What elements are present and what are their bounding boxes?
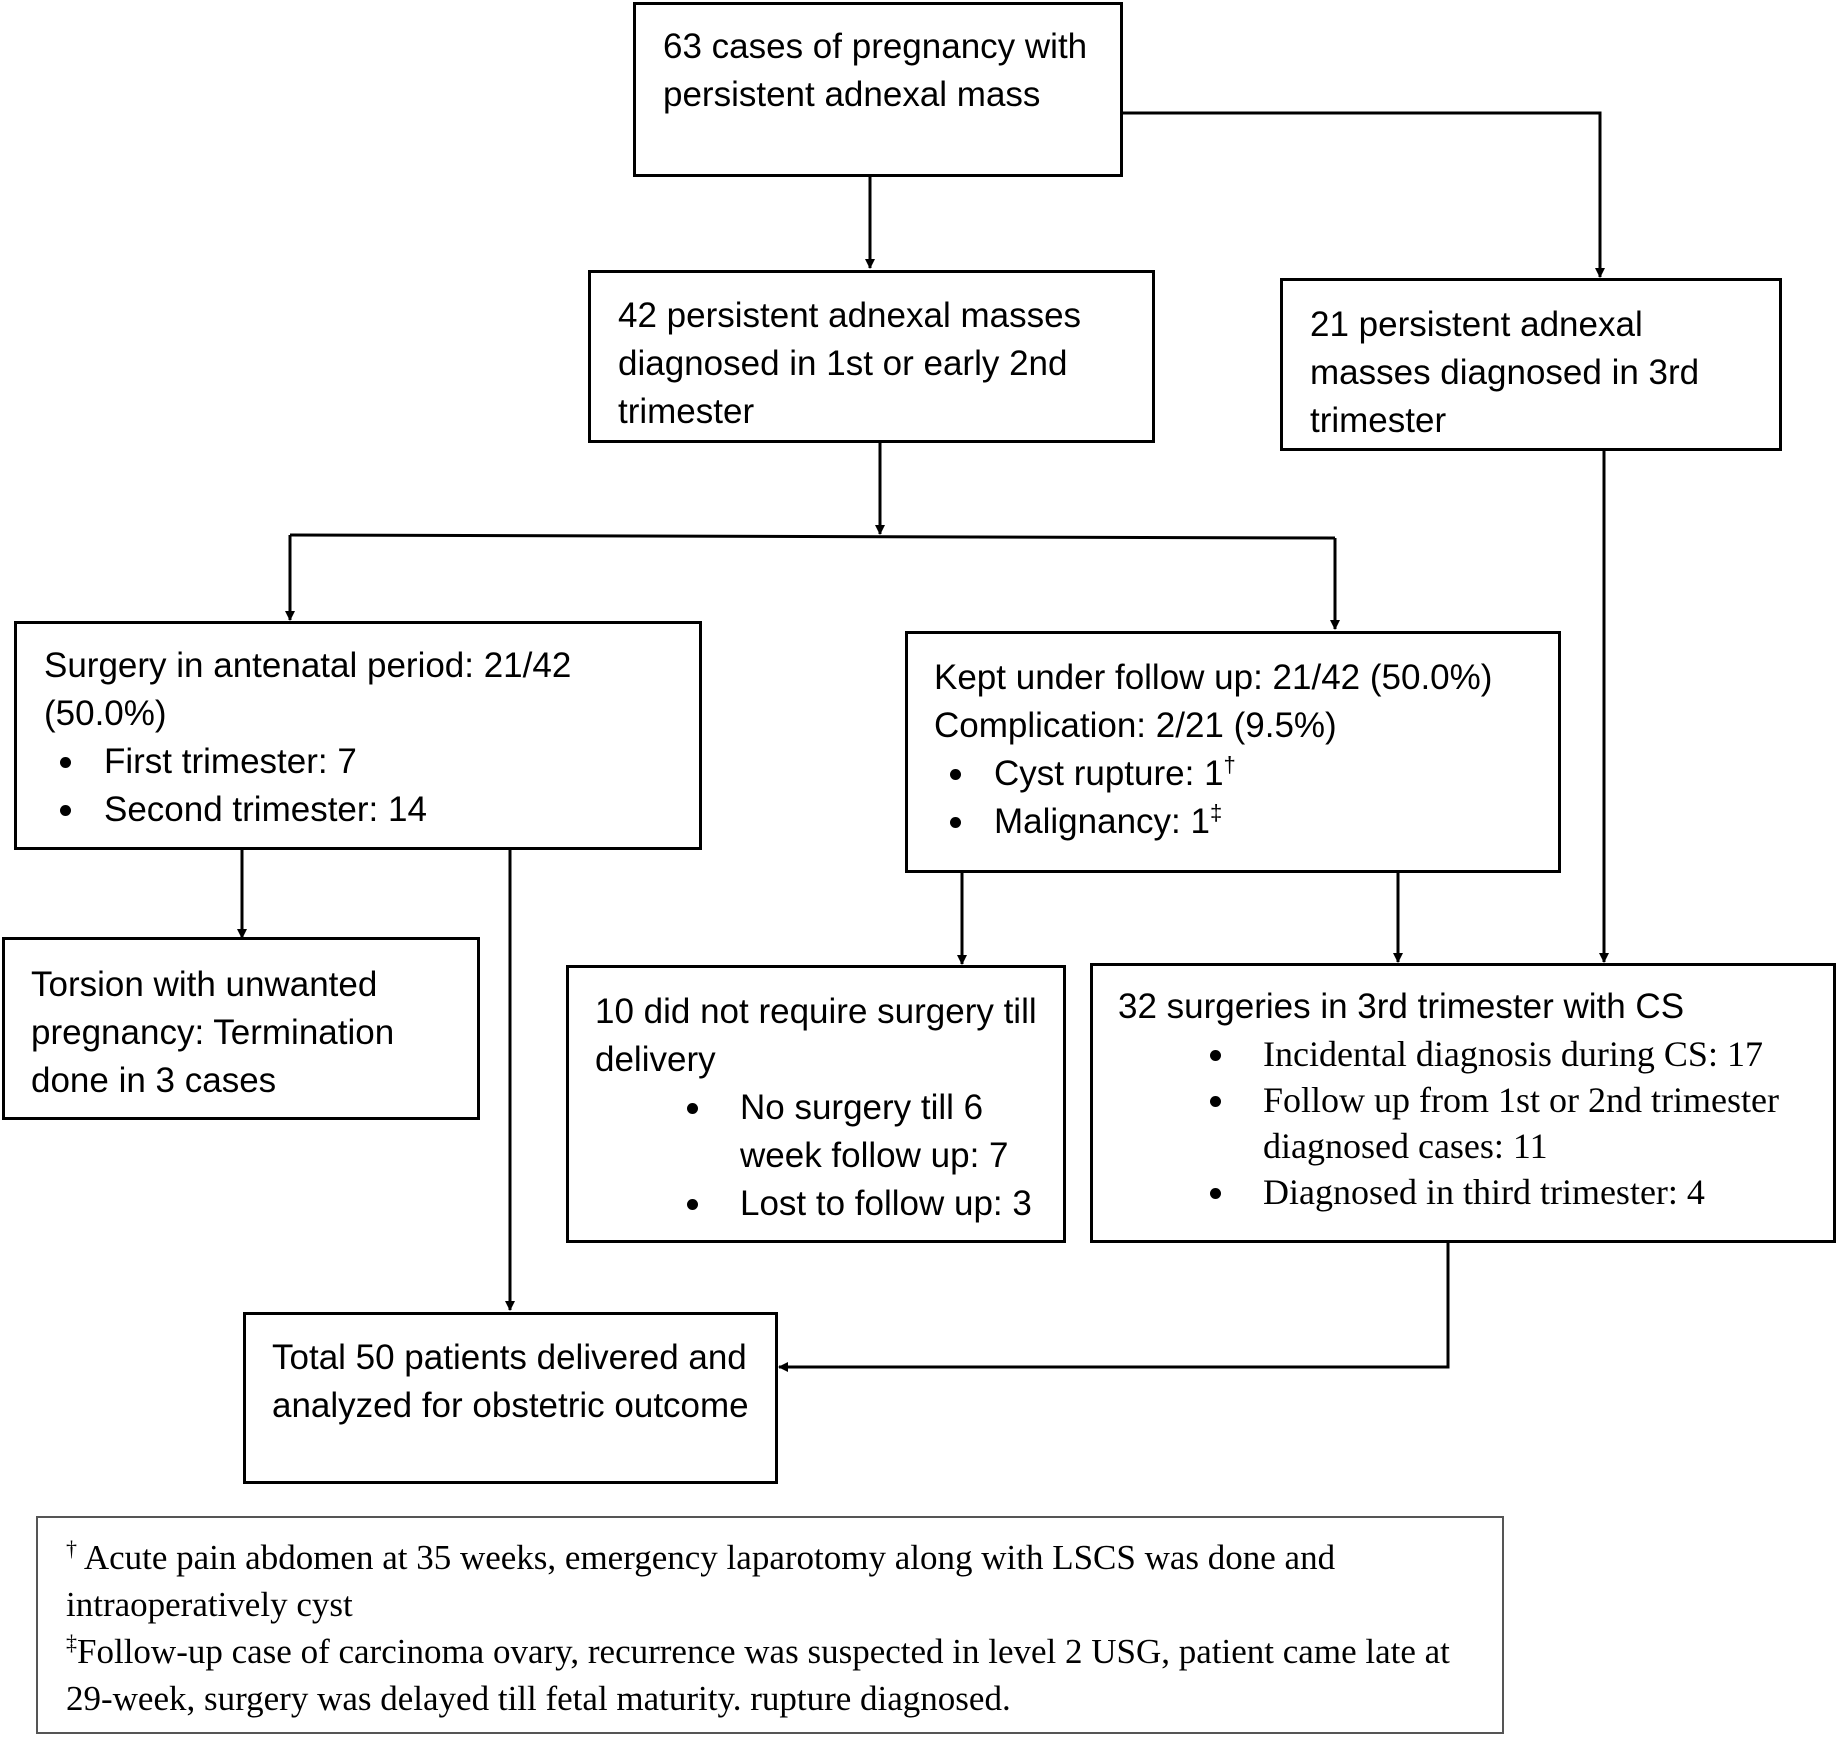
complication-text: Complication: 2/21 (9.5%) — [934, 706, 1337, 745]
early-masses-box: 42 persistent adnexal masses diagnosed i… — [588, 270, 1155, 443]
footnote-mark: † — [66, 1536, 77, 1561]
list-item: Second trimester: 14 — [44, 786, 679, 834]
third-trimester-surgery-list: Incidental diagnosis during CS: 17 Follo… — [1118, 1031, 1813, 1215]
footnote-1: † Acute pain abdomen at 35 weeks, emerge… — [66, 1536, 1336, 1625]
no-surgery-box: 10 did not require surgery till delivery… — [566, 965, 1066, 1243]
third-trimester-surgery-box: 32 surgeries in 3rd trimester with CS In… — [1090, 963, 1836, 1243]
list-item: Malignancy: 1‡ — [934, 798, 1538, 846]
third-trimester-masses-box: 21 persistent adnexal masses diagnosed i… — [1280, 278, 1782, 451]
footnote-mark: ‡ — [1209, 800, 1223, 825]
footnote-mark: † — [1223, 752, 1236, 777]
torsion-box: Torsion with unwanted pregnancy: Termina… — [2, 937, 480, 1120]
third-trimester-masses-text: 21 persistent adnexal masses diagnosed i… — [1310, 305, 1700, 440]
list-item: Follow up from 1st or 2nd trimester diag… — [1118, 1077, 1813, 1169]
arrow-top-to-third — [1122, 111, 1605, 278]
list-item: First trimester: 7 — [44, 738, 679, 786]
complication-list: Cyst rupture: 1† Malignancy: 1‡ — [934, 750, 1538, 846]
third-trimester-surgery-title: 32 surgeries in 3rd trimester with CS — [1118, 987, 1685, 1026]
total-cases-box: 63 cases of pregnancy with persistent ad… — [633, 2, 1123, 177]
delivered-box: Total 50 patients delivered and analyzed… — [243, 1312, 778, 1484]
list-item: Lost to follow up: 3 — [595, 1180, 1043, 1228]
total-cases-text: 63 cases of pregnancy with persistent ad… — [663, 27, 1088, 114]
list-item: Diagnosed in third trimester: 4 — [1118, 1169, 1813, 1215]
no-surgery-title: 10 did not require surgery till delivery — [595, 992, 1037, 1079]
list-item: Incidental diagnosis during CS: 17 — [1118, 1031, 1813, 1077]
list-item: No surgery till 6 week follow up: 7 — [595, 1084, 1043, 1180]
antenatal-surgery-list: First trimester: 7 Second trimester: 14 — [44, 738, 679, 834]
footnote-2: ‡Follow-up case of carcinoma ovary, recu… — [66, 1630, 1450, 1719]
antenatal-surgery-title: Surgery in antenatal period: 21/42 (50.0… — [44, 646, 572, 733]
follow-up-title: Kept under follow up: 21/42 (50.0%) — [934, 658, 1493, 697]
list-item: Cyst rupture: 1† — [934, 750, 1538, 798]
delivered-text: Total 50 patients delivered and analyzed… — [272, 1338, 749, 1425]
footnotes-box: † Acute pain abdomen at 35 weeks, emerge… — [36, 1516, 1504, 1734]
arrow-cs-to-delivered — [778, 1242, 1450, 1372]
early-masses-text: 42 persistent adnexal masses diagnosed i… — [618, 296, 1082, 431]
torsion-text: Torsion with unwanted pregnancy: Termina… — [31, 965, 395, 1100]
antenatal-surgery-box: Surgery in antenatal period: 21/42 (50.0… — [14, 621, 702, 850]
footnote-mark: ‡ — [66, 1630, 77, 1655]
no-surgery-list: No surgery till 6 week follow up: 7 Lost… — [595, 1084, 1043, 1228]
split-line — [289, 533, 1336, 540]
follow-up-box: Kept under follow up: 21/42 (50.0%) Comp… — [905, 631, 1561, 873]
